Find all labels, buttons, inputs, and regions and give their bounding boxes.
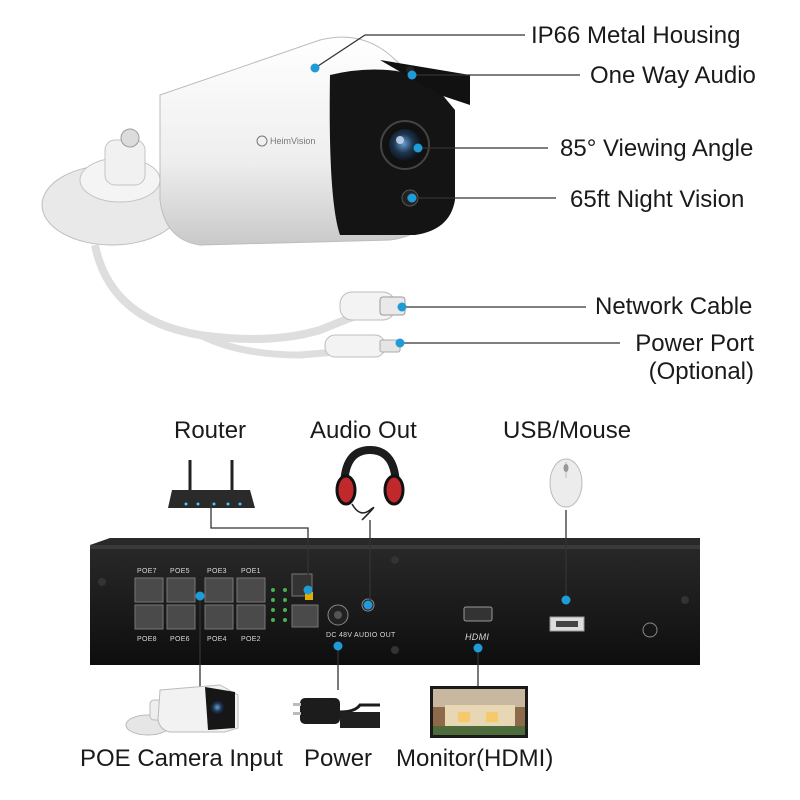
audio-out-label: AUDIO OUT: [354, 632, 396, 639]
label-audio-out: Audio Out: [310, 417, 417, 444]
port-label-poe4: POE4: [207, 636, 227, 643]
callout-power-port: Power Port: [635, 330, 754, 357]
nvr-connection-lines: [199, 502, 567, 690]
network-connector: [339, 291, 406, 321]
port-label-poe2: POE2: [241, 636, 261, 643]
nvr-recorder: [90, 538, 700, 665]
camera-callout-dots: [310, 63, 423, 348]
camera-callout-lines: [314, 34, 620, 344]
callout-audio: One Way Audio: [590, 62, 756, 89]
port-label-poe1: POE1: [241, 568, 261, 575]
lan-port: [291, 604, 319, 628]
label-router: Router: [174, 417, 247, 444]
monitor-icon: [430, 686, 528, 738]
callout-power-port-note: (Optional): [648, 358, 754, 385]
status-leds: [271, 588, 287, 622]
label-usb-mouse: USB/Mouse: [503, 417, 632, 444]
lens-icon: [389, 129, 421, 161]
port-label-poe7: POE7: [137, 568, 157, 575]
mouse-icon: [549, 458, 583, 508]
poe-camera-icon: [125, 684, 239, 736]
headphones-icon: [335, 445, 405, 521]
label-monitor-hdmi: Monitor(HDMI): [396, 745, 554, 772]
poe-ports: [134, 577, 266, 630]
hdmi-port: [463, 606, 493, 622]
callout-viewing-angle: 85° Viewing Angle: [560, 135, 754, 162]
camera-mount-arm: [104, 139, 146, 186]
camera-cables: [91, 244, 372, 359]
label-power: Power: [304, 745, 373, 772]
callout-night-vision: 65ft Night Vision: [570, 186, 745, 213]
hdmi-label: HDMI: [465, 632, 490, 642]
callout-housing: IP66 Metal Housing: [531, 22, 741, 49]
nvr-connection-dots: [195, 585, 571, 653]
camera-brand: HeimVision: [270, 136, 315, 146]
port-label-poe8: POE8: [137, 636, 157, 643]
port-label-poe6: POE6: [170, 636, 190, 643]
power-connector: [324, 334, 401, 358]
router-icon: [168, 460, 255, 508]
label-poe-camera-input: POE Camera Input: [80, 745, 283, 772]
bullet-camera: HeimVision: [41, 36, 470, 246]
callout-network-cable: Network Cable: [595, 293, 753, 320]
dc-label: DC 48V: [326, 632, 353, 639]
port-label-poe5: POE5: [170, 568, 190, 575]
power-adapter-icon: [293, 698, 380, 728]
port-label-poe3: POE3: [207, 568, 227, 575]
